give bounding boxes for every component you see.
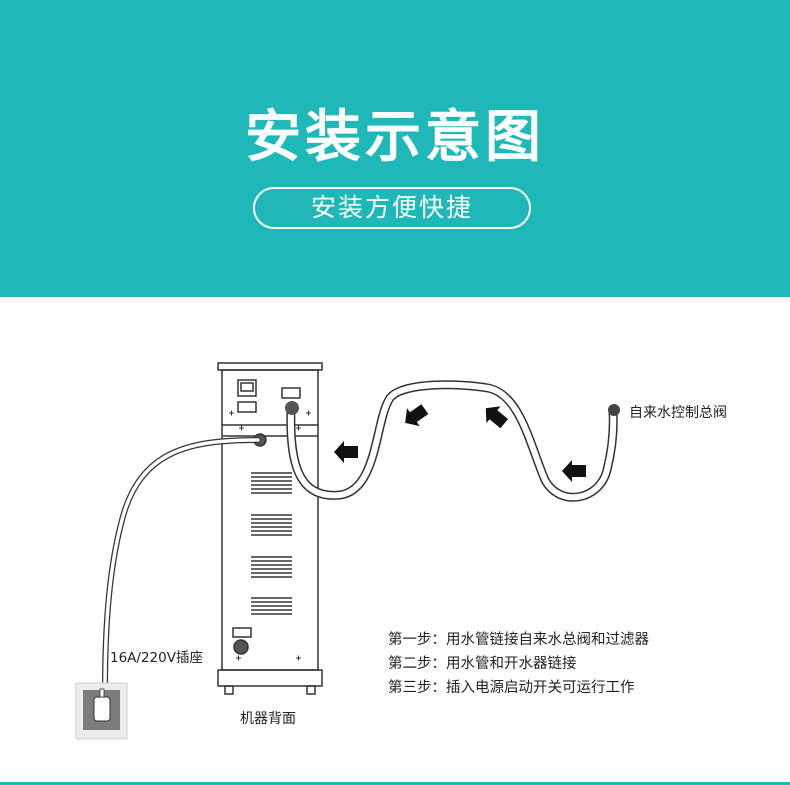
step-1: 第一步：用水管链接自来水总阀和过滤器 — [388, 632, 649, 648]
flow-arrows — [334, 404, 586, 482]
arrow-icon — [334, 441, 358, 463]
header-banner — [0, 0, 790, 297]
install-steps: 第一步：用水管链接自来水总阀和过滤器 第二步：用水管和开水器链接 第三步：插入电… — [388, 628, 649, 700]
screw-marks — [229, 410, 311, 661]
arrow-icon — [562, 460, 586, 482]
bottom-divider — [0, 782, 790, 785]
machine-back-panel — [217, 362, 323, 695]
subtitle-pill: 安装方便快捷 — [253, 187, 531, 229]
installation-diagram — [75, 362, 620, 740]
arrow-icon — [405, 404, 429, 427]
vent-grilles — [251, 472, 292, 615]
machine-back-label: 机器背面 — [240, 711, 296, 727]
water-hose — [286, 380, 618, 502]
arrow-icon — [485, 406, 509, 429]
page-title: 安装示意图 — [245, 105, 545, 170]
socket-label: 16A/220V插座 — [110, 650, 203, 666]
valve-label: 自来水控制总阀 — [629, 405, 727, 421]
wall-socket — [75, 682, 128, 740]
valve-icon — [608, 404, 620, 416]
water-inlet-port — [285, 401, 299, 415]
step-3: 第三步：插入电源启动开关可运行工作 — [388, 680, 635, 696]
step-2: 第二步：用水管和开水器链接 — [388, 656, 577, 672]
